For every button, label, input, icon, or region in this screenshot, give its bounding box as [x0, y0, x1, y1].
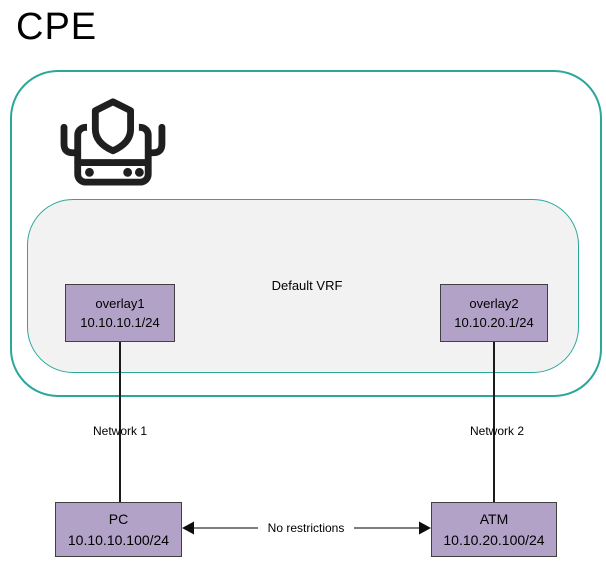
node-pc-ip: 10.10.10.100/24 — [67, 531, 170, 548]
node-atm: ATM 10.10.20.100/24 — [431, 502, 557, 557]
shield-router-icon — [60, 94, 166, 186]
node-overlay2-name: overlay2 — [469, 295, 519, 311]
node-overlay1-name: overlay1 — [95, 295, 145, 311]
network2-label: Network 2 — [469, 424, 525, 438]
node-overlay1-ip: 10.10.10.1/24 — [80, 315, 160, 330]
default-vrf-label: Default VRF — [271, 278, 343, 293]
arrowhead-left — [182, 521, 194, 535]
node-pc-name: PC — [108, 510, 129, 527]
network1-label: Network 1 — [92, 424, 148, 438]
node-pc: PC 10.10.10.100/24 — [55, 502, 182, 557]
node-overlay1: overlay1 10.10.10.1/24 — [65, 284, 175, 342]
node-atm-ip: 10.10.20.100/24 — [443, 531, 545, 548]
arrowhead-right — [419, 521, 431, 535]
network1-link-line — [119, 342, 121, 502]
diagram-title: CPE — [16, 6, 98, 48]
node-overlay2: overlay2 10.10.20.1/24 — [440, 284, 548, 342]
network2-link-line — [493, 342, 495, 502]
pc-atm-arrow-label: No restrictions — [258, 520, 354, 536]
node-overlay2-ip: 10.10.20.1/24 — [454, 315, 534, 330]
node-atm-name: ATM — [479, 510, 509, 527]
